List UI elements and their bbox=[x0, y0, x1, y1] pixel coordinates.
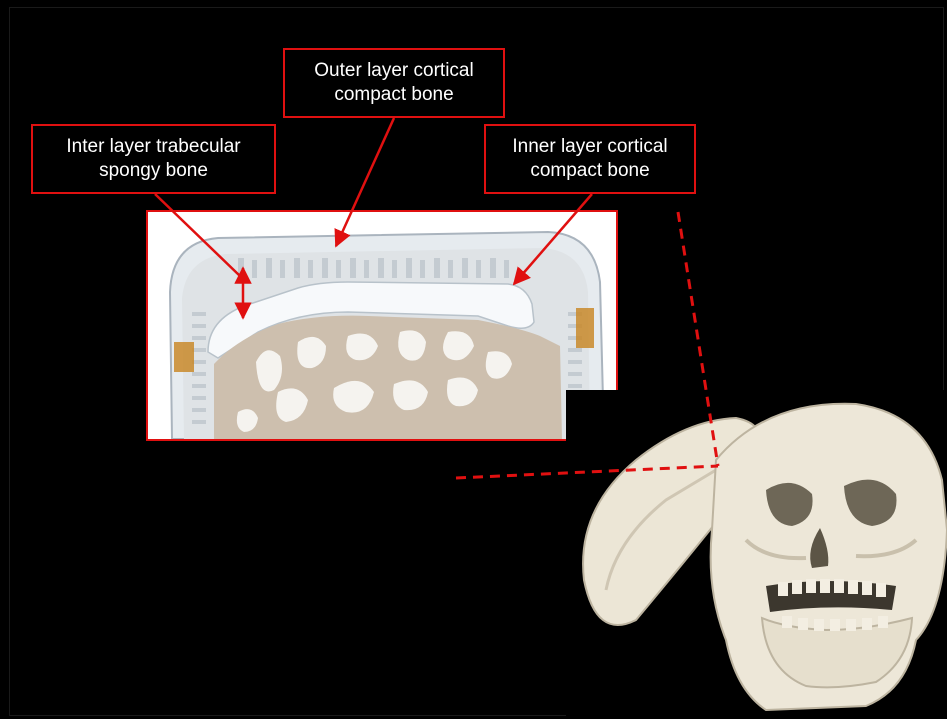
inner-layer-pointer bbox=[514, 194, 592, 284]
section-line-vertical bbox=[678, 212, 718, 466]
inner-layer-label-line2: compact bone bbox=[492, 159, 688, 183]
inter-layer-label-line2: spongy bone bbox=[39, 159, 268, 183]
outer-layer-pointer bbox=[336, 118, 394, 246]
inter-layer-label: Inter layer trabecular spongy bone bbox=[31, 124, 276, 194]
inter-layer-label-line1: Inter layer trabecular bbox=[39, 135, 268, 159]
outer-layer-label-line1: Outer layer cortical bbox=[291, 59, 497, 83]
inner-layer-label-line1: Inner layer cortical bbox=[492, 135, 688, 159]
section-line-horizontal bbox=[456, 466, 718, 478]
inter-layer-pointer bbox=[155, 194, 240, 276]
outer-layer-label-line2: compact bone bbox=[291, 83, 497, 107]
outer-layer-label: Outer layer cortical compact bone bbox=[283, 48, 505, 118]
inner-layer-label: Inner layer cortical compact bone bbox=[484, 124, 696, 194]
